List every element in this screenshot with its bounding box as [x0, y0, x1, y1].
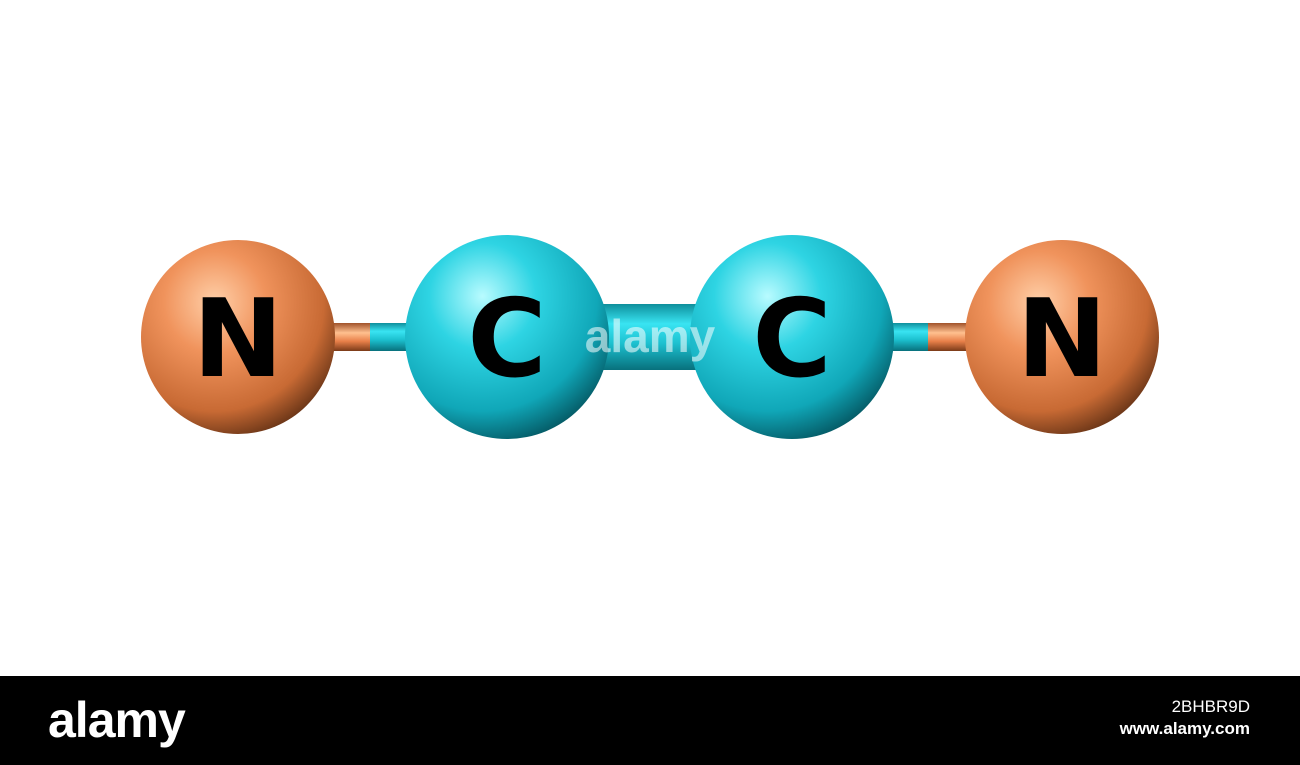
atom-n-left: N	[141, 240, 335, 434]
bond-n1-c1-nitrogen-half	[330, 323, 372, 351]
stock-footer-bar: alamy 2BHBR9D www.alamy.com	[0, 676, 1300, 765]
image-id: 2BHBR9D	[1171, 697, 1250, 716]
carbon-sphere	[405, 235, 609, 439]
watermark-text: alamy	[585, 310, 716, 362]
cyanogen-molecule-model: N C C N alamy	[141, 235, 1159, 439]
nitrogen-sphere	[965, 240, 1159, 434]
atom-label: C	[467, 277, 546, 402]
nitrogen-sphere	[141, 240, 335, 434]
atom-label: C	[752, 277, 831, 402]
footer-info: 2BHBR9D www.alamy.com	[1120, 696, 1250, 740]
atom-label: N	[1017, 277, 1107, 402]
atom-c-left: C	[405, 235, 609, 439]
carbon-sphere	[690, 235, 894, 439]
bond-c2-n2-nitrogen-half	[928, 323, 970, 351]
atom-n-right: N	[965, 240, 1159, 434]
atom-label: N	[193, 277, 283, 402]
alamy-logo: alamy	[48, 692, 186, 748]
site-url: www.alamy.com	[1119, 719, 1250, 738]
atom-c-right: C	[690, 235, 894, 439]
